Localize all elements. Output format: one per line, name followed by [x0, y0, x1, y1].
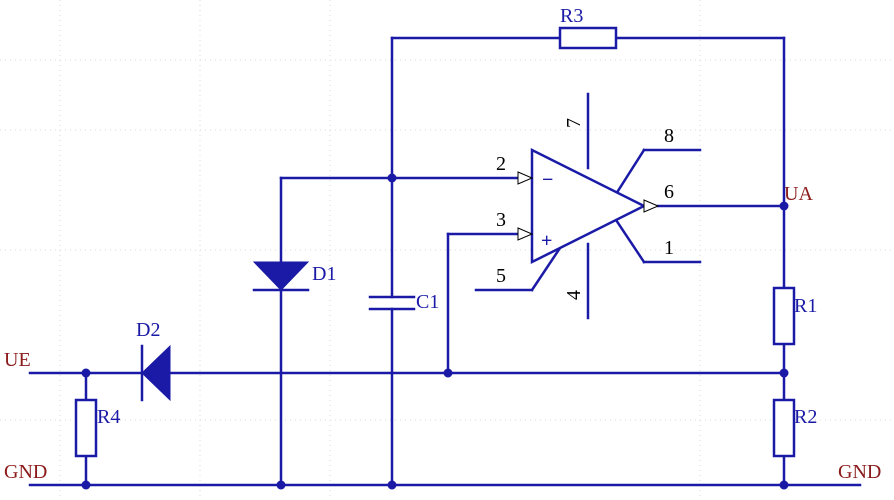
label-d2: D2 [136, 319, 160, 341]
junction-node [443, 368, 453, 378]
pin-number-1: 1 [664, 237, 674, 259]
pin-number-2: 2 [496, 153, 506, 175]
opamp-noninverting-sign: + [541, 230, 552, 252]
pin-number-5: 5 [496, 265, 506, 287]
junction-node [81, 368, 91, 378]
label-d1: D1 [312, 263, 336, 285]
c1-capacitor-icon [368, 295, 416, 311]
d2-diode-icon [140, 344, 171, 402]
junction-node [387, 480, 397, 490]
junction-node [81, 480, 91, 490]
opamp-triangle [530, 147, 647, 265]
pin8-line-diag [614, 148, 646, 196]
junction-node [779, 201, 789, 211]
opamp: − + [517, 147, 660, 265]
pin6-arrow-icon [643, 199, 660, 213]
junction-node [276, 480, 286, 490]
pin-number-7: 7 [563, 118, 585, 128]
pin3-arrow-icon [517, 227, 534, 241]
label-r3: R3 [560, 5, 583, 27]
junction-node [387, 173, 397, 183]
r4-resistor-icon [74, 398, 98, 458]
pin-number-4: 4 [563, 290, 585, 300]
r3-resistor-icon [558, 26, 618, 50]
opamp-inverting-sign: − [542, 169, 553, 191]
pin5-line-diag [530, 246, 562, 292]
r1-resistor-icon [772, 286, 796, 346]
net-label-gnd-right: GND [838, 461, 881, 483]
junction-node [779, 480, 789, 490]
pin-number-3: 3 [496, 209, 506, 231]
junction-nodes [81, 173, 789, 490]
d1-diode-icon [252, 261, 310, 292]
net-label-ue: UE [4, 349, 31, 371]
pin1-line-diag [614, 218, 646, 264]
junction-node [779, 368, 789, 378]
label-c1: C1 [416, 291, 439, 313]
label-r2: R2 [794, 406, 817, 428]
net-label-ua: UA [784, 183, 813, 205]
pin-number-8: 8 [664, 125, 674, 147]
r2-resistor-icon [772, 398, 796, 458]
pin-number-6: 6 [664, 181, 674, 203]
net-label-gnd-left: GND [4, 461, 47, 483]
label-r4: R4 [97, 406, 120, 428]
wires [28, 36, 862, 487]
label-r1: R1 [794, 295, 817, 317]
pin2-arrow-icon [517, 171, 534, 185]
